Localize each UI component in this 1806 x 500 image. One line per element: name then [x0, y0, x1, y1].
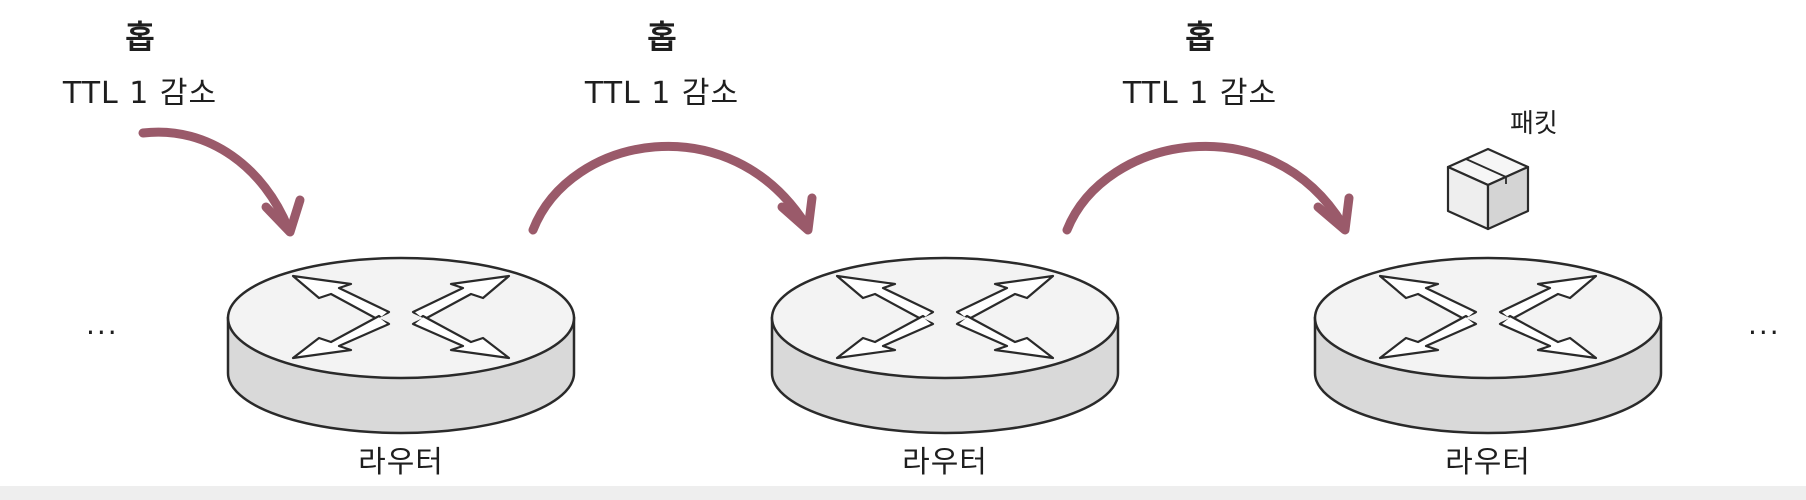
hop-3-title: 홉	[1185, 18, 1215, 56]
ellipsis-left: ...	[86, 308, 119, 341]
router-icon	[1313, 256, 1663, 435]
hop-1-title: 홉	[125, 18, 155, 56]
hop-2-desc: TTL 1 감소	[584, 76, 740, 111]
ellipsis-right: ...	[1748, 308, 1781, 341]
router-3	[1313, 256, 1663, 435]
packet-label: 패킷	[1510, 109, 1558, 139]
hop-arrow-1-head	[261, 195, 305, 237]
router-1-label: 라우터	[358, 445, 444, 480]
hop-arrow-2-head	[777, 193, 817, 235]
hop-3-desc: TTL 1 감소	[1122, 76, 1278, 111]
hop-arrow-1	[138, 127, 293, 233]
hop-2-title: 홉	[647, 18, 677, 56]
hop-arrow-2	[528, 141, 811, 235]
router-icon	[226, 256, 576, 435]
router-2-label: 라우터	[902, 445, 988, 480]
router-1	[226, 256, 576, 435]
packet	[1446, 147, 1530, 231]
bottom-strip	[0, 486, 1806, 500]
router-3-label: 라우터	[1445, 445, 1531, 480]
box-icon	[1446, 147, 1530, 231]
router-icon	[770, 256, 1120, 435]
hop-arrow-3-head	[1313, 193, 1354, 235]
hop-arrows	[138, 127, 1354, 237]
hop-1-desc: TTL 1 감소	[62, 76, 218, 111]
router-2	[770, 256, 1120, 435]
hop-arrow-3	[1062, 141, 1348, 235]
